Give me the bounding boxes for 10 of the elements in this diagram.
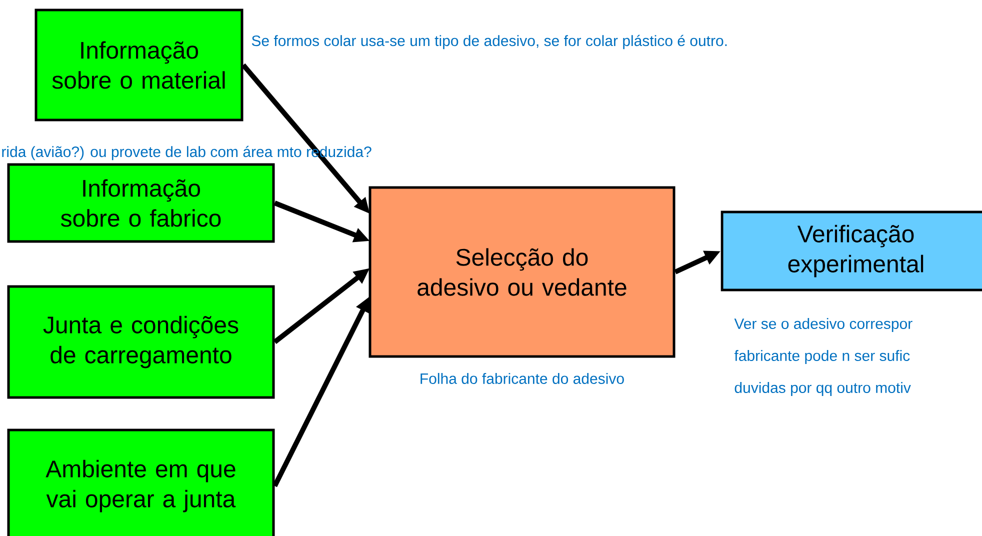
input-box: Informação sobre o fabrico <box>7 163 275 243</box>
input-box: Informação sobre o material <box>34 8 244 122</box>
note-text: duvidas por qq outro motiv <box>734 382 911 396</box>
input-box: Junta e condições de carregamento <box>7 285 275 399</box>
note-text: Ver se o adesivo correspor <box>734 318 912 332</box>
result-box: Verificação experimental <box>720 210 982 292</box>
note-text: fabricante pode n ser sufic <box>734 350 910 364</box>
input-box: Ambiente em que vai operar a junta <box>7 428 275 536</box>
node-caption: Folha do fabricante do adesivo <box>420 372 624 384</box>
process-box: Selecção do adesivo ou vedante <box>368 186 676 358</box>
